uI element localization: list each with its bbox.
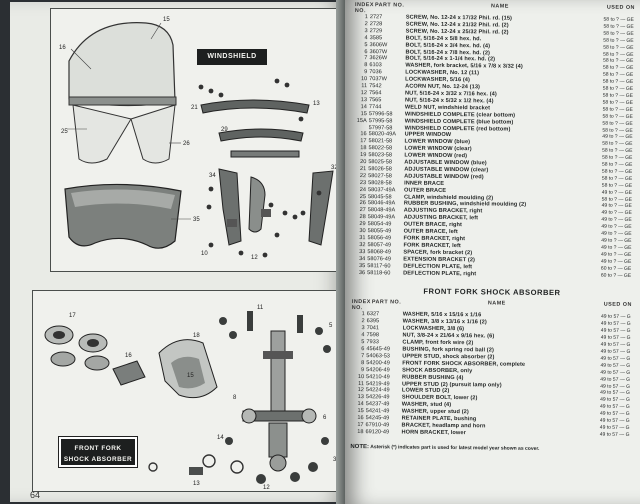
index-cell: 18	[357, 428, 364, 435]
svg-text:8: 8	[233, 395, 237, 401]
part-number-cell: 54206-49	[366, 366, 390, 374]
part-number-cell: 58068-49	[367, 248, 392, 256]
windshield-label: WINDSHIELD	[197, 49, 267, 65]
index-cell: 15A	[356, 117, 367, 124]
part-number-cell: 69120-49	[365, 428, 390, 436]
part-number-cell: 58037-49A	[368, 186, 396, 194]
header-index: INDEX NO.	[354, 2, 374, 15]
svg-text:10: 10	[201, 251, 208, 257]
svg-text:15: 15	[163, 17, 170, 23]
footnote: NOTE: Asterisk (*) indicates part is use…	[350, 444, 630, 453]
used-on-cell: 49 to 57 — G	[599, 431, 630, 438]
svg-text:13: 13	[193, 481, 200, 487]
part-number-cell: 54200-49	[366, 359, 390, 367]
part-number-cell: 3606W	[369, 41, 388, 48]
windshield-figure: 15 16 25 26 35 21 29 13 34 32 12 10 WINDSHIELD	[50, 8, 342, 272]
svg-text:21: 21	[191, 105, 198, 111]
header-part: PART NO.	[371, 299, 402, 306]
svg-text:12: 12	[251, 255, 258, 261]
svg-text:16: 16	[125, 353, 132, 359]
shock-label-line1: FRONT FORK	[74, 445, 122, 452]
svg-text:14: 14	[217, 435, 224, 441]
shock-absorber-label: FRONT FORK SHOCK ABSORBER	[58, 436, 138, 468]
shock-absorber-exploded-diagram: 17 16 18 15 11 5 8 6 14 3 13 12	[44, 305, 337, 491]
note-label: NOTE:	[350, 443, 370, 450]
windshield-exploded-diagram: 15 16 25 26 35 21 29 13 34 32 12 10	[59, 17, 338, 261]
svg-text:25: 25	[61, 129, 68, 135]
header-part: PART NO.	[374, 2, 405, 9]
page-number: 64	[30, 490, 41, 500]
index-cell: 36	[358, 269, 366, 276]
svg-text:16: 16	[59, 45, 66, 51]
svg-text:11: 11	[257, 305, 264, 311]
svg-text:35: 35	[193, 217, 200, 223]
svg-text:18: 18	[193, 333, 200, 339]
part-name-cell: DEFLECTION PLATE, right	[403, 270, 477, 277]
svg-text:17: 17	[69, 313, 76, 319]
part-number-cell: 58118-60	[367, 269, 391, 276]
shock-label-line2: SHOCK ABSORBER	[63, 456, 133, 463]
svg-text:34: 34	[209, 173, 216, 179]
used-on-cell: 60 to ? — GE	[600, 272, 632, 279]
part-number-cell: 57996-58	[368, 110, 393, 118]
svg-text:15: 15	[187, 373, 194, 379]
svg-text:26: 26	[183, 141, 190, 147]
svg-text:6: 6	[323, 415, 327, 421]
shock-absorber-figure: 17 16 18 15 11 5 8 6 14 3 13 12 FRONT FORK SHOCK…	[32, 290, 342, 492]
header-index: INDEX NO.	[351, 299, 371, 312]
svg-text:13: 13	[313, 101, 320, 107]
svg-text:32: 32	[331, 165, 338, 171]
part-name-cell: HORN BRACKET, lower	[401, 429, 466, 437]
part-number-cell: 58027-58	[368, 172, 392, 180]
svg-text:29: 29	[221, 127, 228, 133]
part-number-cell: 57995-58	[368, 117, 393, 124]
part-number-cell: 58028-58	[368, 179, 392, 187]
svg-text:12: 12	[263, 485, 270, 491]
note-text: Asterisk (*) indicates part is used for …	[370, 443, 540, 452]
svg-text:5: 5	[329, 323, 333, 329]
shock-section-title: FRONT FORK SHOCK ABSORBER	[423, 287, 561, 298]
svg-text:3: 3	[333, 457, 337, 463]
part-number-cell: 58076-49	[367, 255, 391, 263]
header-used-on: USED ON	[606, 4, 635, 11]
part-number-cell: 54210-49	[366, 373, 390, 380]
header-used-on: USED ON	[603, 302, 632, 309]
part-number-cell: 58117-60	[367, 262, 391, 270]
